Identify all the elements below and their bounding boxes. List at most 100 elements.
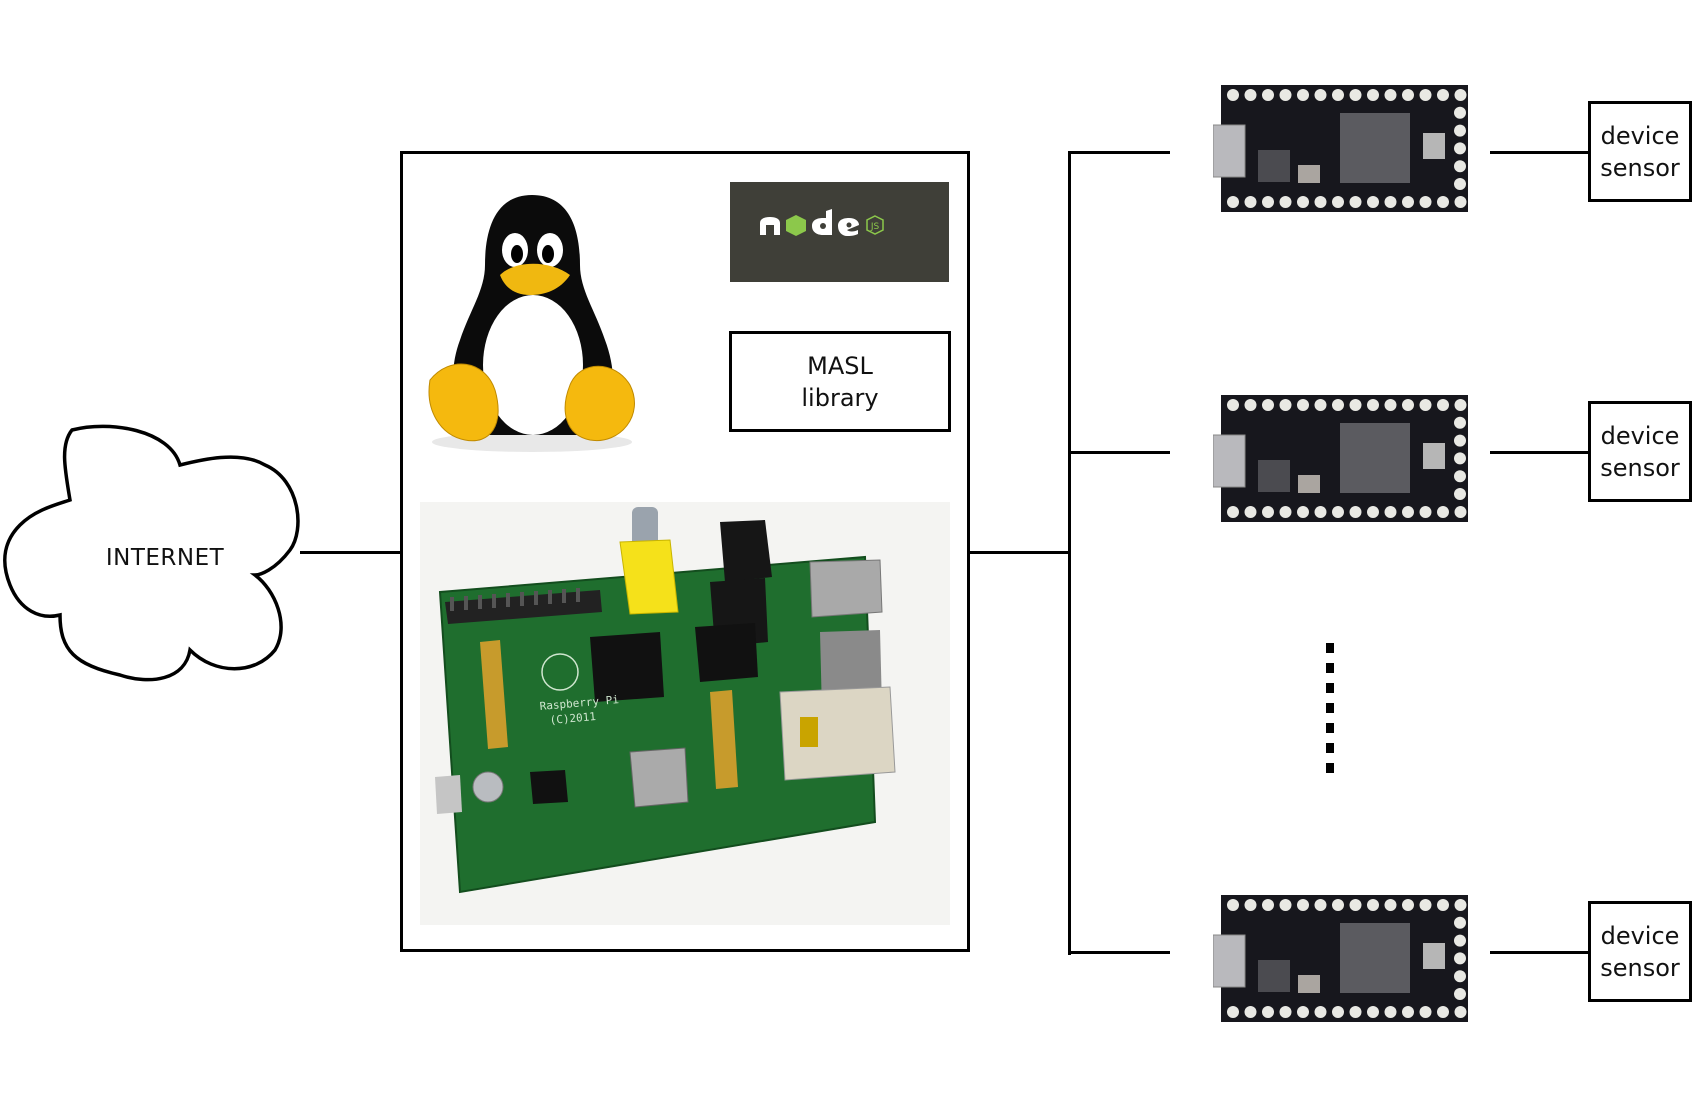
pin-hole <box>1314 399 1327 411</box>
pin-hole <box>1454 452 1466 465</box>
pin-hole <box>1454 934 1466 947</box>
sensor-label-line2: sensor <box>1600 153 1680 182</box>
sensor-label-line1: device <box>1600 921 1680 950</box>
pin-hole <box>1367 89 1379 101</box>
pin-hole <box>1279 899 1292 911</box>
pin-hole <box>1262 506 1274 518</box>
pin-hole <box>1244 399 1257 411</box>
sensor-connector-1 <box>1490 151 1590 154</box>
pin-hole <box>1367 506 1379 518</box>
pin-hole <box>1384 506 1397 518</box>
ellipsis-dot <box>1326 663 1334 673</box>
device-sensor-box-3: device sensor <box>1588 901 1692 1002</box>
internet-label: INTERNET <box>105 545 225 571</box>
pin-hole <box>1454 988 1466 1000</box>
pin-hole <box>1262 1006 1274 1018</box>
pin-hole <box>1454 899 1467 911</box>
pin-hole <box>1262 89 1274 101</box>
pin-hole <box>1454 1006 1467 1018</box>
pin-hole <box>1262 399 1274 411</box>
ellipsis-dot <box>1326 763 1334 773</box>
pin-hole <box>1297 89 1309 101</box>
pin-hole <box>1419 89 1432 101</box>
pin-hole <box>1454 416 1466 429</box>
nodejs-logo: JS <box>730 182 949 282</box>
pin-hole <box>1454 160 1466 173</box>
library-label: library <box>801 383 879 412</box>
nodejs-wordmark-icon: JS <box>760 209 884 236</box>
pin-hole <box>1227 196 1239 208</box>
pin-hole <box>1454 399 1467 411</box>
pin-hole <box>1297 399 1309 411</box>
pin-hole <box>1384 196 1397 208</box>
pin-hole <box>1332 196 1344 208</box>
pin-hole <box>1437 399 1449 411</box>
device-bus <box>1068 151 1071 955</box>
ellipsis-dot <box>1326 743 1334 753</box>
pin-hole <box>1279 399 1292 411</box>
bus-branch-3 <box>1068 951 1170 954</box>
pin-hole <box>1419 399 1432 411</box>
pin-hole <box>1402 1006 1414 1018</box>
pin-hole <box>1279 196 1292 208</box>
pin-hole <box>1454 952 1466 965</box>
ellipsis-dot <box>1326 683 1334 693</box>
pin-hole <box>1402 506 1414 518</box>
pin-hole <box>1349 506 1362 518</box>
pin-hole <box>1227 899 1239 911</box>
pin-hole <box>1437 196 1449 208</box>
microcontroller-board-1 <box>1212 85 1468 212</box>
pin-hole <box>1454 488 1466 500</box>
linux-penguin-icon <box>428 195 635 452</box>
internet-connector <box>300 551 400 554</box>
pin-hole <box>1314 89 1327 101</box>
pin-hole <box>1367 399 1379 411</box>
pin-hole <box>1454 89 1467 101</box>
sensor-label-line2: sensor <box>1600 453 1680 482</box>
pin-hole <box>1279 1006 1292 1018</box>
pin-hole <box>1437 89 1449 101</box>
masl-label: MASL <box>807 351 873 380</box>
pin-hole <box>1349 399 1362 411</box>
pin-hole <box>1332 506 1344 518</box>
pin-hole <box>1314 196 1327 208</box>
pin-hole <box>1454 434 1466 447</box>
pin-hole <box>1244 1006 1257 1018</box>
ellipsis-dot <box>1326 703 1334 713</box>
pin-hole <box>1227 1006 1239 1018</box>
pin-hole <box>1262 196 1274 208</box>
pin-hole <box>1227 506 1239 518</box>
pin-hole <box>1454 970 1466 983</box>
pin-hole <box>1367 899 1379 911</box>
pin-hole <box>1367 196 1379 208</box>
pin-hole <box>1384 399 1397 411</box>
pin-hole <box>1419 196 1432 208</box>
pin-hole <box>1454 470 1466 483</box>
device-sensor-box-1: device sensor <box>1588 101 1692 202</box>
pin-hole <box>1244 899 1257 911</box>
pin-hole <box>1419 1006 1432 1018</box>
pin-hole <box>1279 89 1292 101</box>
gateway-bus-connector <box>967 551 1071 554</box>
sensor-connector-2 <box>1490 451 1590 454</box>
raspberry-pi-board: Raspberry Pi (C)2011 <box>420 502 950 925</box>
pin-hole <box>1314 506 1327 518</box>
pin-hole <box>1437 1006 1449 1018</box>
pin-hole <box>1244 506 1257 518</box>
pin-hole <box>1419 506 1432 518</box>
sensor-connector-3 <box>1490 951 1590 954</box>
microcontroller-board-icon <box>1212 895 1468 1022</box>
pin-hole <box>1454 196 1467 208</box>
svg-text:(C)2011: (C)2011 <box>549 710 596 727</box>
pin-hole <box>1419 899 1432 911</box>
sensor-label-line1: device <box>1600 421 1680 450</box>
pin-hole <box>1437 506 1449 518</box>
pin-hole <box>1349 899 1362 911</box>
microcontroller-board-icon <box>1212 85 1468 212</box>
device-sensor-box-2: device sensor <box>1588 401 1692 502</box>
sensor-label-line1: device <box>1600 121 1680 150</box>
pin-hole <box>1297 1006 1309 1018</box>
svg-text:JS: JS <box>870 222 880 232</box>
microcontroller-board-icon <box>1212 395 1468 522</box>
pin-hole <box>1332 899 1344 911</box>
